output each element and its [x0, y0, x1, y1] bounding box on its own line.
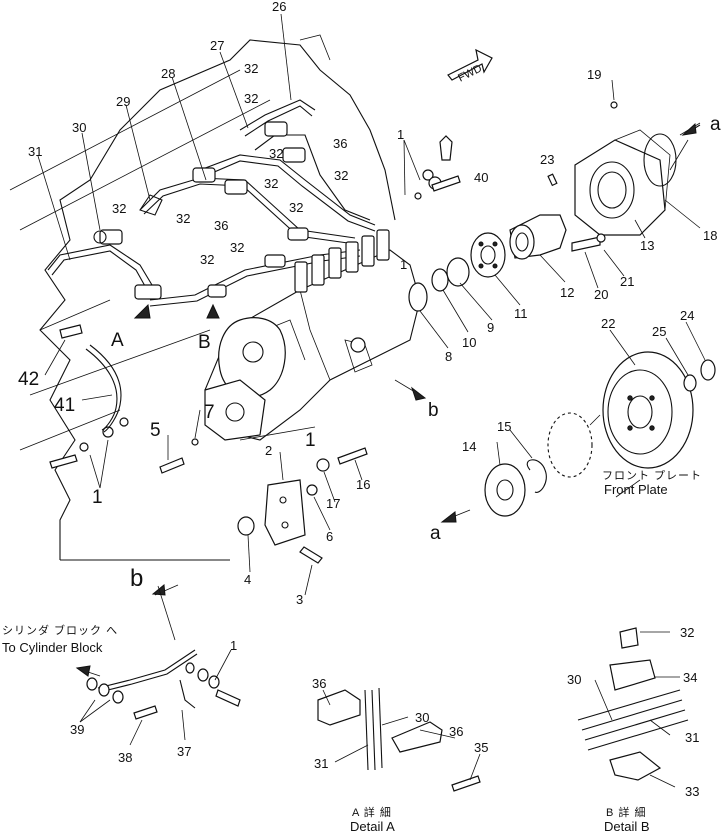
callout-31: 31 [314, 756, 328, 771]
callout-6: 6 [326, 529, 333, 544]
detail-b-en: Detail B [604, 819, 650, 834]
letter-a-top: a [710, 114, 721, 135]
callout-2: 2 [265, 443, 272, 458]
callout-13: 13 [640, 238, 654, 253]
callout-36: 36 [312, 676, 326, 691]
callout-26: 26 [272, 0, 286, 14]
callout-29: 29 [116, 94, 130, 109]
callout-36: 36 [333, 136, 347, 151]
callout-35: 35 [474, 740, 488, 755]
fwd-label: FWD [456, 62, 484, 84]
callout-11: 11 [514, 306, 528, 321]
callout-labels: 26 27 28 29 30 31 32 32 32 32 32 32 32 3… [18, 0, 717, 799]
callout-32: 32 [264, 176, 278, 191]
callout-4: 4 [244, 572, 251, 587]
callout-33: 33 [685, 784, 699, 799]
callout-17: 17 [326, 496, 340, 511]
callout-32: 32 [244, 91, 258, 106]
callout-39: 39 [70, 722, 84, 737]
callout-42: 42 [18, 369, 39, 390]
reference-letters: A B a a b b [111, 114, 721, 592]
callout-3: 3 [296, 592, 303, 607]
callout-32: 32 [269, 146, 283, 161]
callout-15: 15 [497, 419, 511, 434]
callout-1: 1 [397, 127, 404, 142]
callout-1: 1 [92, 487, 103, 508]
callout-21: 21 [620, 274, 634, 289]
callout-38: 38 [118, 750, 132, 765]
caption-labels: FWD フロント プレート Front Plate シリンダ ブロック へ To… [2, 62, 702, 834]
letter-b-right: b [428, 400, 439, 421]
drive-components [408, 214, 567, 312]
supply-line-detail [79, 585, 241, 746]
callout-41: 41 [54, 395, 75, 416]
callout-16: 16 [356, 477, 370, 492]
callout-25: 25 [652, 324, 666, 339]
callout-19: 19 [587, 67, 601, 82]
callout-7: 7 [204, 402, 215, 423]
letter-a-bottom: a [430, 523, 441, 544]
bracket-and-fasteners [49, 135, 461, 564]
fuel-injection-pipes [47, 99, 376, 307]
callout-10: 10 [462, 335, 476, 350]
callout-31: 31 [28, 144, 42, 159]
callout-23: 23 [540, 152, 554, 167]
callout-27: 27 [210, 38, 224, 53]
callout-32: 32 [334, 168, 348, 183]
front-plate-en: Front Plate [604, 482, 668, 497]
callout-32: 32 [176, 211, 190, 226]
front-plate-jp: フロント プレート [602, 469, 702, 482]
detail-b-clamp [577, 627, 689, 788]
injection-pump-body [204, 229, 421, 441]
callout-31: 31 [685, 730, 699, 745]
callout-1: 1 [230, 638, 237, 653]
letter-A: A [111, 330, 124, 351]
callout-32: 32 [230, 240, 244, 255]
drive-gear-and-front-plate [484, 351, 716, 517]
leader-lines [37, 13, 706, 596]
direction-arrows [75, 48, 701, 677]
detail-a-jp: A 詳 細 [352, 805, 392, 819]
callout-37: 37 [177, 744, 191, 759]
to-block-en: To Cylinder Block [2, 640, 103, 655]
letter-b-left: b [130, 565, 143, 592]
callout-32: 32 [200, 252, 214, 267]
callout-40: 40 [474, 170, 488, 185]
callout-32: 32 [244, 61, 258, 76]
callout-20: 20 [594, 287, 608, 302]
callout-22: 22 [601, 316, 615, 331]
engine-block-outline [9, 34, 396, 561]
callout-32: 32 [289, 200, 303, 215]
housing [547, 101, 677, 252]
callout-24: 24 [680, 308, 694, 323]
detail-a-en: Detail A [350, 819, 395, 834]
detail-b-jp: B 詳 細 [606, 805, 646, 819]
callout-36: 36 [449, 724, 463, 739]
callout-1: 1 [305, 430, 316, 451]
to-block-jp: シリンダ ブロック へ [2, 623, 118, 637]
callout-1: 1 [400, 257, 407, 272]
callout-32: 32 [112, 201, 126, 216]
callout-9: 9 [487, 320, 494, 335]
callout-36: 36 [214, 218, 228, 233]
callout-28: 28 [161, 66, 175, 81]
callout-30: 30 [72, 120, 86, 135]
callout-32: 32 [680, 625, 694, 640]
callout-34: 34 [683, 670, 697, 685]
letter-B: B [198, 332, 211, 353]
callout-30: 30 [415, 710, 429, 725]
callout-5: 5 [150, 420, 161, 441]
callout-8: 8 [445, 349, 452, 364]
callout-18: 18 [703, 228, 717, 243]
callout-12: 12 [560, 285, 574, 300]
callout-14: 14 [462, 439, 476, 454]
callout-30: 30 [567, 672, 581, 687]
detail-a-clamp [317, 687, 481, 792]
